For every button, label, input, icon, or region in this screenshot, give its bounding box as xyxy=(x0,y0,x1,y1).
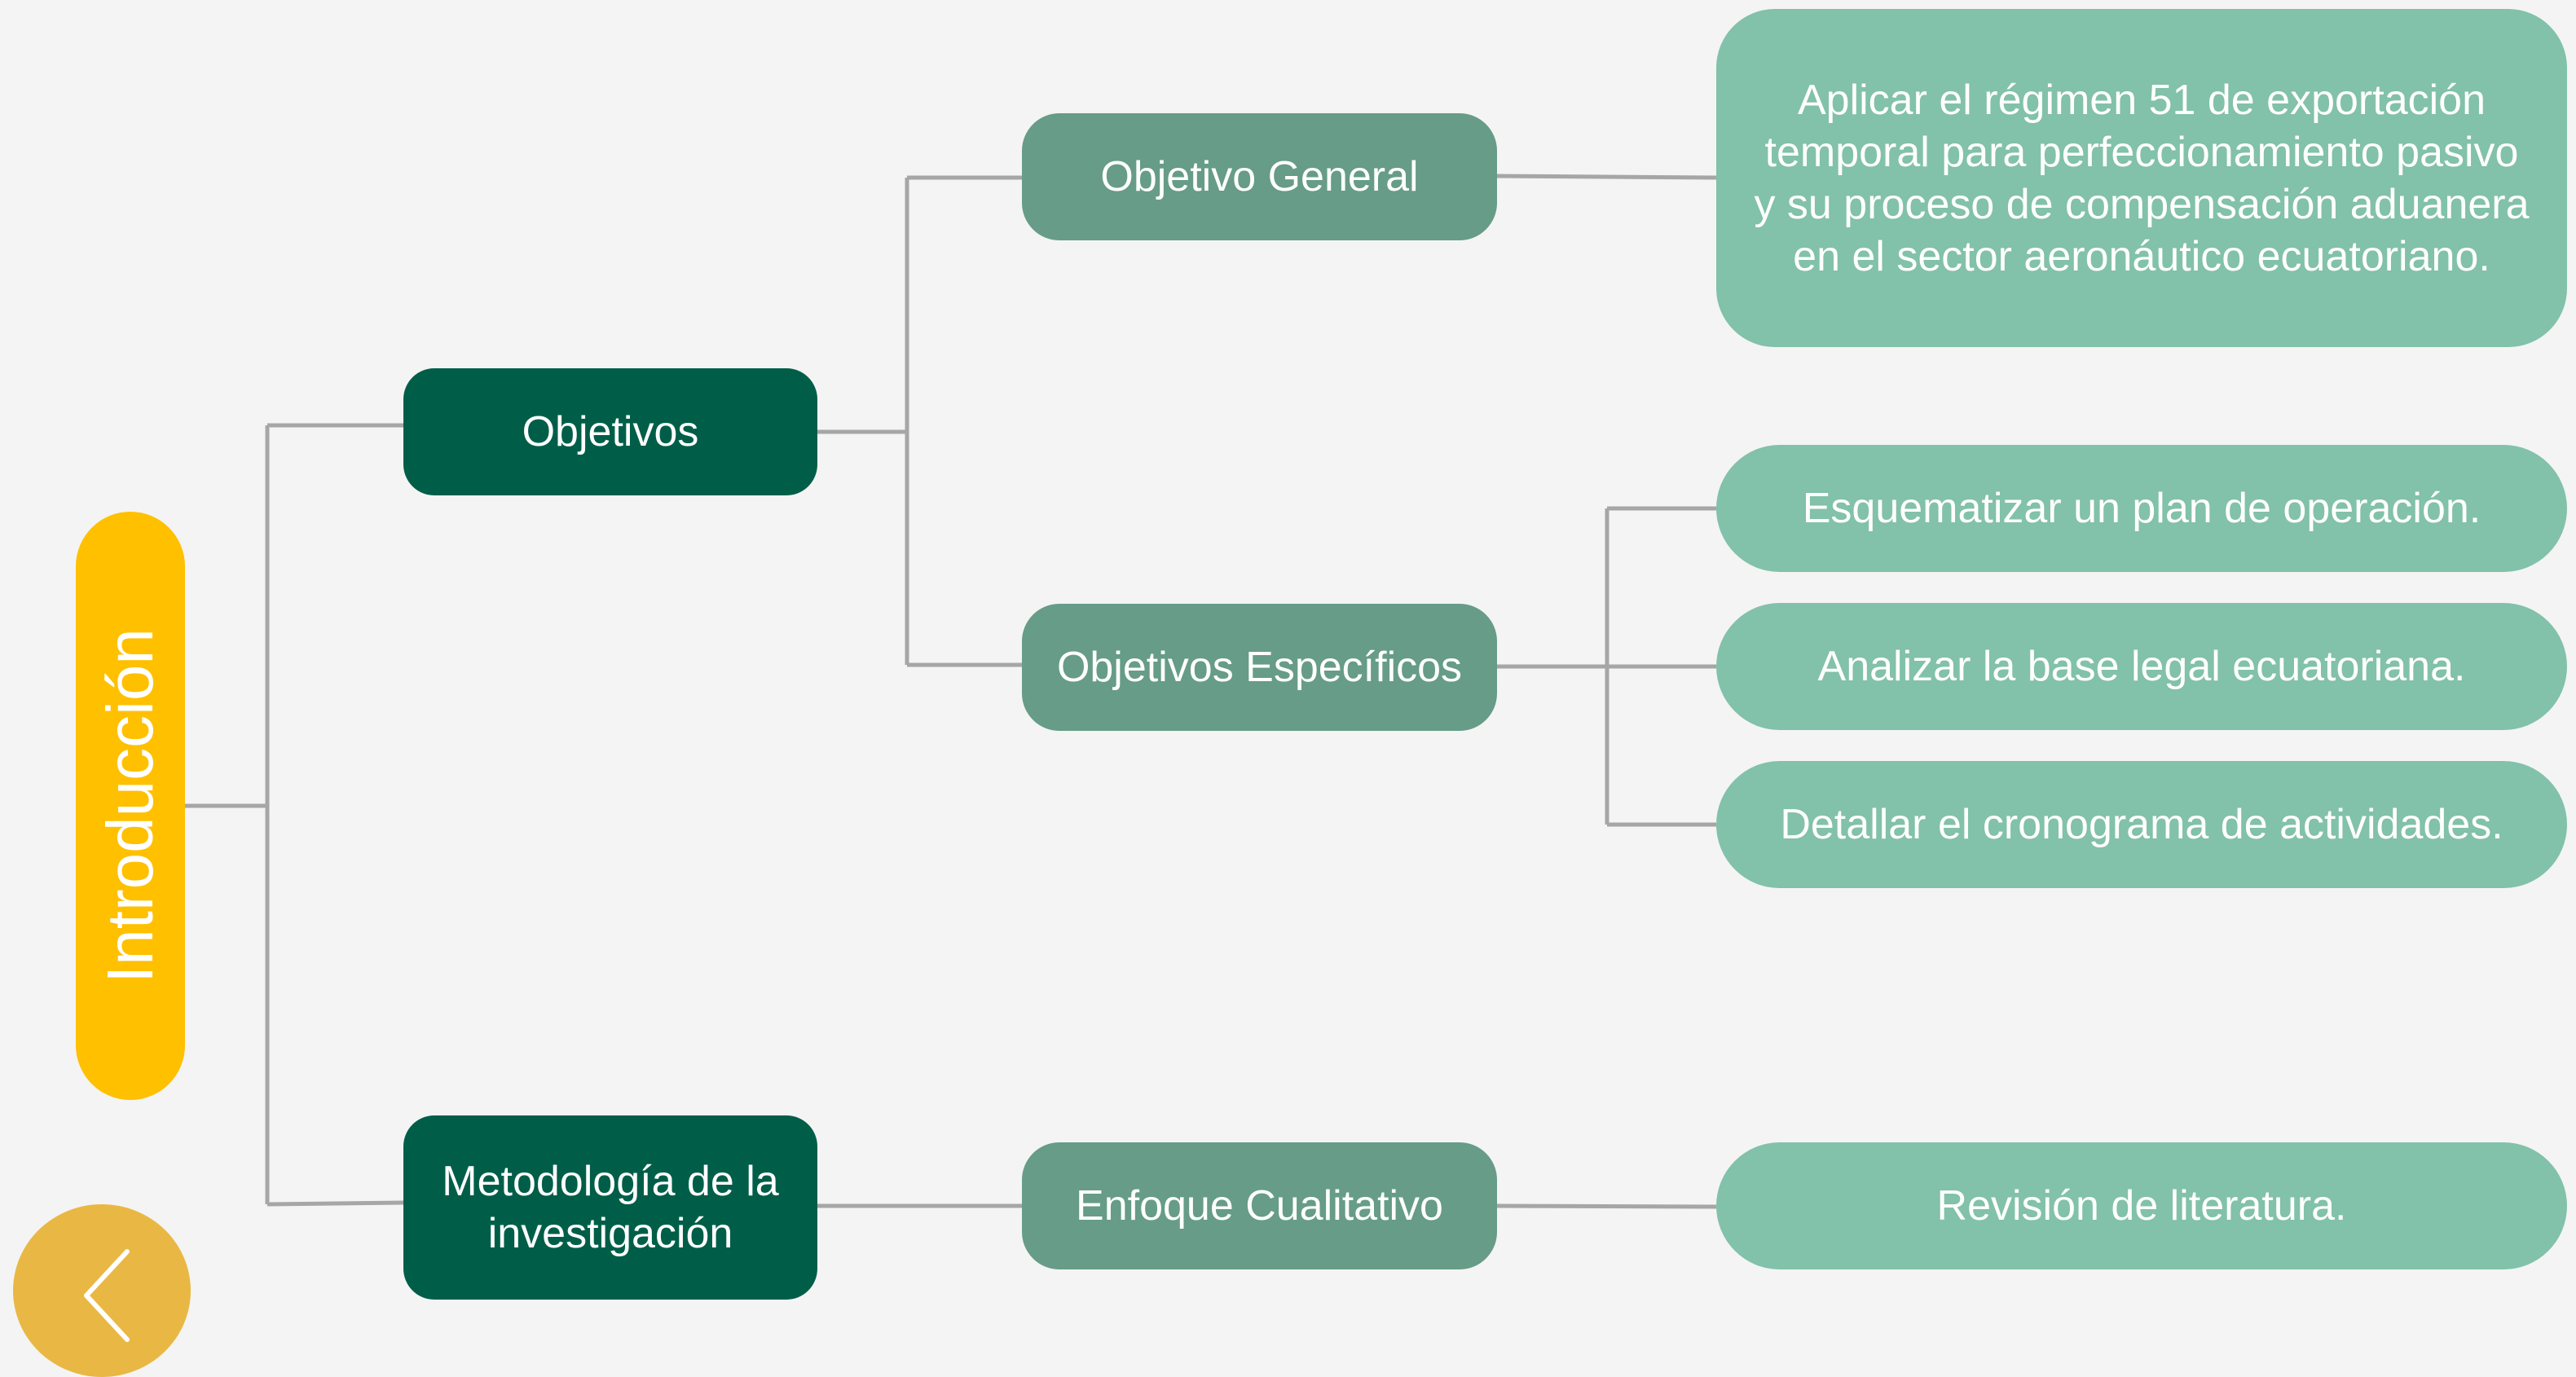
node-especifico-1: Esquematizar un plan de operación. xyxy=(1716,445,2567,572)
root-node-introduccion: Introducción xyxy=(76,512,185,1100)
node-objetivo-general-text: Aplicar el régimen 51 de exportación tem… xyxy=(1716,9,2567,347)
node-objetivos: Objetivos xyxy=(403,368,817,495)
node-objetivos-especificos: Objetivos Específicos xyxy=(1022,604,1497,731)
root-node-label: Introducción xyxy=(94,628,166,983)
chevron-left-icon xyxy=(84,1249,130,1342)
node-objetivo-general: Objetivo General xyxy=(1022,113,1497,240)
node-metodologia: Metodología de la investigación xyxy=(403,1115,817,1300)
back-button[interactable] xyxy=(13,1204,191,1377)
node-revision-literatura: Revisión de literatura. xyxy=(1716,1142,2567,1269)
node-especifico-2: Analizar la base legal ecuatoriana. xyxy=(1716,603,2567,730)
node-especifico-3: Detallar el cronograma de actividades. xyxy=(1716,761,2567,888)
node-enfoque-cualitativo: Enfoque Cualitativo xyxy=(1022,1142,1497,1269)
